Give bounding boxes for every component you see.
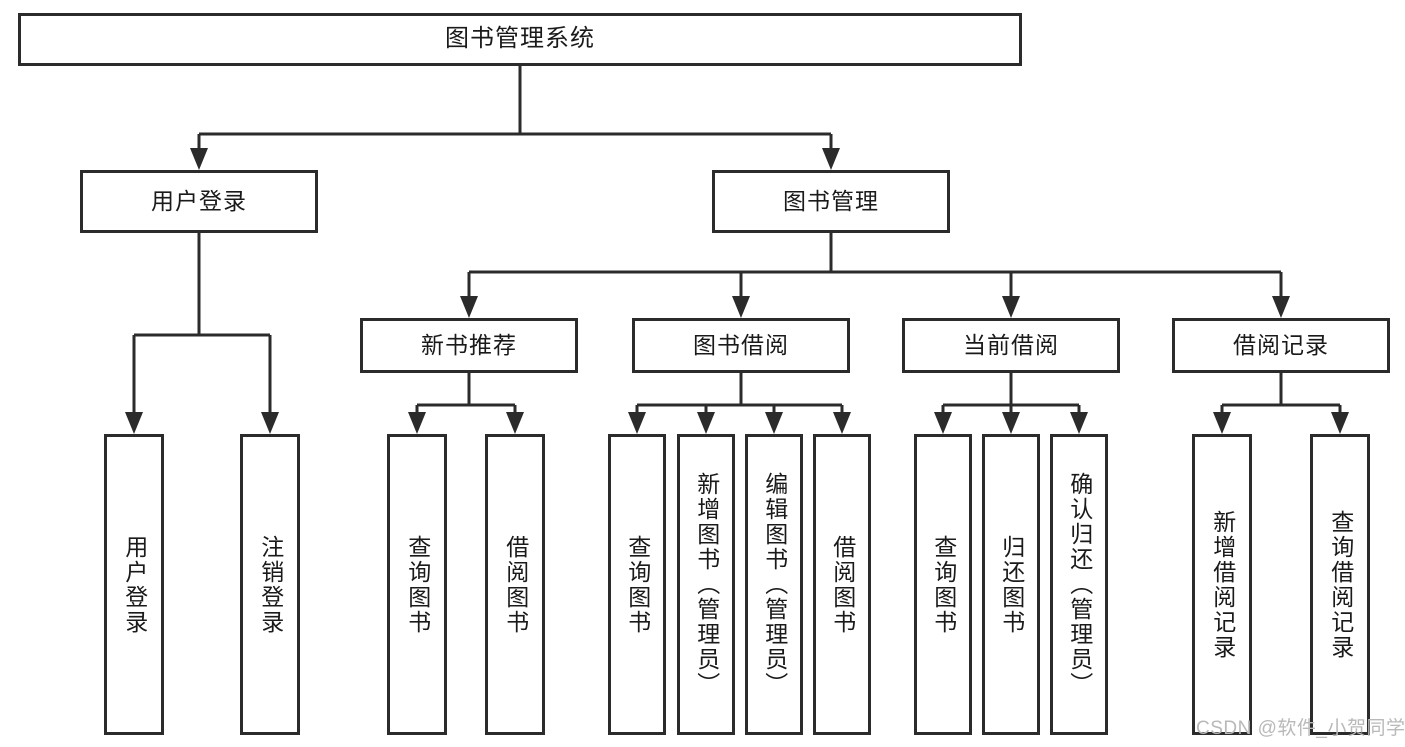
arrow-icon-newbook-to-leaves-1 [506, 412, 524, 434]
node-new_book_rec-label: 新书推荐 [421, 331, 517, 358]
arrow-icon-bookborrow-to-leaves-0 [628, 412, 646, 434]
node-root-图书管理系统-label: 图书管理系统 [445, 25, 595, 53]
arrow-icon-currentborrow-to-leaves-0 [934, 412, 952, 434]
node-user_login-label: 用户登录 [151, 187, 247, 214]
node-user_login[interactable]: 用户登录 [80, 170, 318, 233]
node-borrow_record-label: 借阅记录 [1233, 331, 1329, 358]
node-leaf_borrow_book_1[interactable]: 借阅图书 [485, 434, 545, 735]
node-leaf_query_book_2[interactable]: 查询图书 [608, 434, 666, 735]
arrow-icon-borrowrecord-to-leaves-0 [1213, 412, 1231, 434]
node-leaf_query_record[interactable]: 查询借阅记录 [1310, 434, 1370, 735]
arrow-icon-bookborrow-to-leaves-2 [765, 412, 783, 434]
node-new_book_rec[interactable]: 新书推荐 [360, 318, 578, 373]
node-leaf_logout-label: 注销登录 [257, 534, 284, 635]
node-current_borrow-label: 当前借阅 [963, 331, 1059, 358]
node-leaf_query_book_3-label: 查询图书 [930, 534, 957, 635]
arrow-icon-bookborrow-to-leaves-3 [833, 412, 851, 434]
node-leaf_query_book_2-label: 查询图书 [624, 534, 651, 635]
arrow-icon-userlogin-to-leaves-1 [261, 412, 279, 434]
watermark: CSDN @软件_小贺同学 [1196, 718, 1405, 739]
node-leaf_add_record-label: 新增借阅记录 [1209, 509, 1236, 660]
node-leaf_borrow_book_1-label: 借阅图书 [502, 534, 529, 635]
node-current_borrow[interactable]: 当前借阅 [902, 318, 1120, 373]
arrow-icon-currentborrow-to-leaves-1 [1002, 412, 1020, 434]
node-leaf_user_login-label: 用户登录 [121, 534, 148, 635]
arrow-icon-bookmgmt-to-l2-0 [460, 296, 478, 318]
arrow-icon-bookmgmt-to-l2-1 [732, 296, 750, 318]
arrow-icon-root-to-l1-1 [822, 148, 840, 170]
node-leaf_borrow_book_2[interactable]: 借阅图书 [813, 434, 871, 735]
node-leaf_confirm_return[interactable]: 确认归还（管理员） [1050, 434, 1108, 735]
arrow-icon-root-to-l1-0 [190, 148, 208, 170]
node-leaf_borrow_book_2-label: 借阅图书 [829, 534, 856, 635]
node-leaf_add_record[interactable]: 新增借阅记录 [1192, 434, 1252, 735]
arrow-icon-userlogin-to-leaves-0 [125, 412, 143, 434]
node-leaf_query_book_1[interactable]: 查询图书 [387, 434, 447, 735]
node-leaf_return_book-label: 归还图书 [998, 534, 1025, 635]
arrow-icon-borrowrecord-to-leaves-1 [1331, 412, 1349, 434]
node-leaf_user_login[interactable]: 用户登录 [104, 434, 164, 735]
node-borrow_record[interactable]: 借阅记录 [1172, 318, 1390, 373]
node-book_borrow-label: 图书借阅 [693, 331, 789, 358]
node-book_mgmt[interactable]: 图书管理 [712, 170, 950, 233]
node-leaf_logout[interactable]: 注销登录 [240, 434, 300, 735]
node-book_mgmt-label: 图书管理 [783, 187, 879, 214]
node-leaf_query_book_3[interactable]: 查询图书 [914, 434, 972, 735]
arrow-icon-bookmgmt-to-l2-3 [1272, 296, 1290, 318]
node-leaf_query_book_1-label: 查询图书 [404, 534, 431, 635]
node-leaf_query_record-label: 查询借阅记录 [1327, 509, 1354, 660]
arrow-icon-bookmgmt-to-l2-2 [1002, 296, 1020, 318]
node-book_borrow[interactable]: 图书借阅 [632, 318, 850, 373]
node-leaf_add_book-label: 新增图书（管理员） [693, 472, 720, 697]
node-leaf_edit_book-label: 编辑图书（管理员） [761, 472, 788, 697]
node-leaf_edit_book[interactable]: 编辑图书（管理员） [745, 434, 803, 735]
node-leaf_return_book[interactable]: 归还图书 [982, 434, 1040, 735]
arrow-icon-bookborrow-to-leaves-1 [697, 412, 715, 434]
arrow-icon-currentborrow-to-leaves-2 [1070, 412, 1088, 434]
node-root-图书管理系统[interactable]: 图书管理系统 [18, 13, 1022, 66]
node-leaf_add_book[interactable]: 新增图书（管理员） [677, 434, 735, 735]
arrow-icon-newbook-to-leaves-0 [408, 412, 426, 434]
node-leaf_confirm_return-label: 确认归还（管理员） [1066, 472, 1093, 697]
